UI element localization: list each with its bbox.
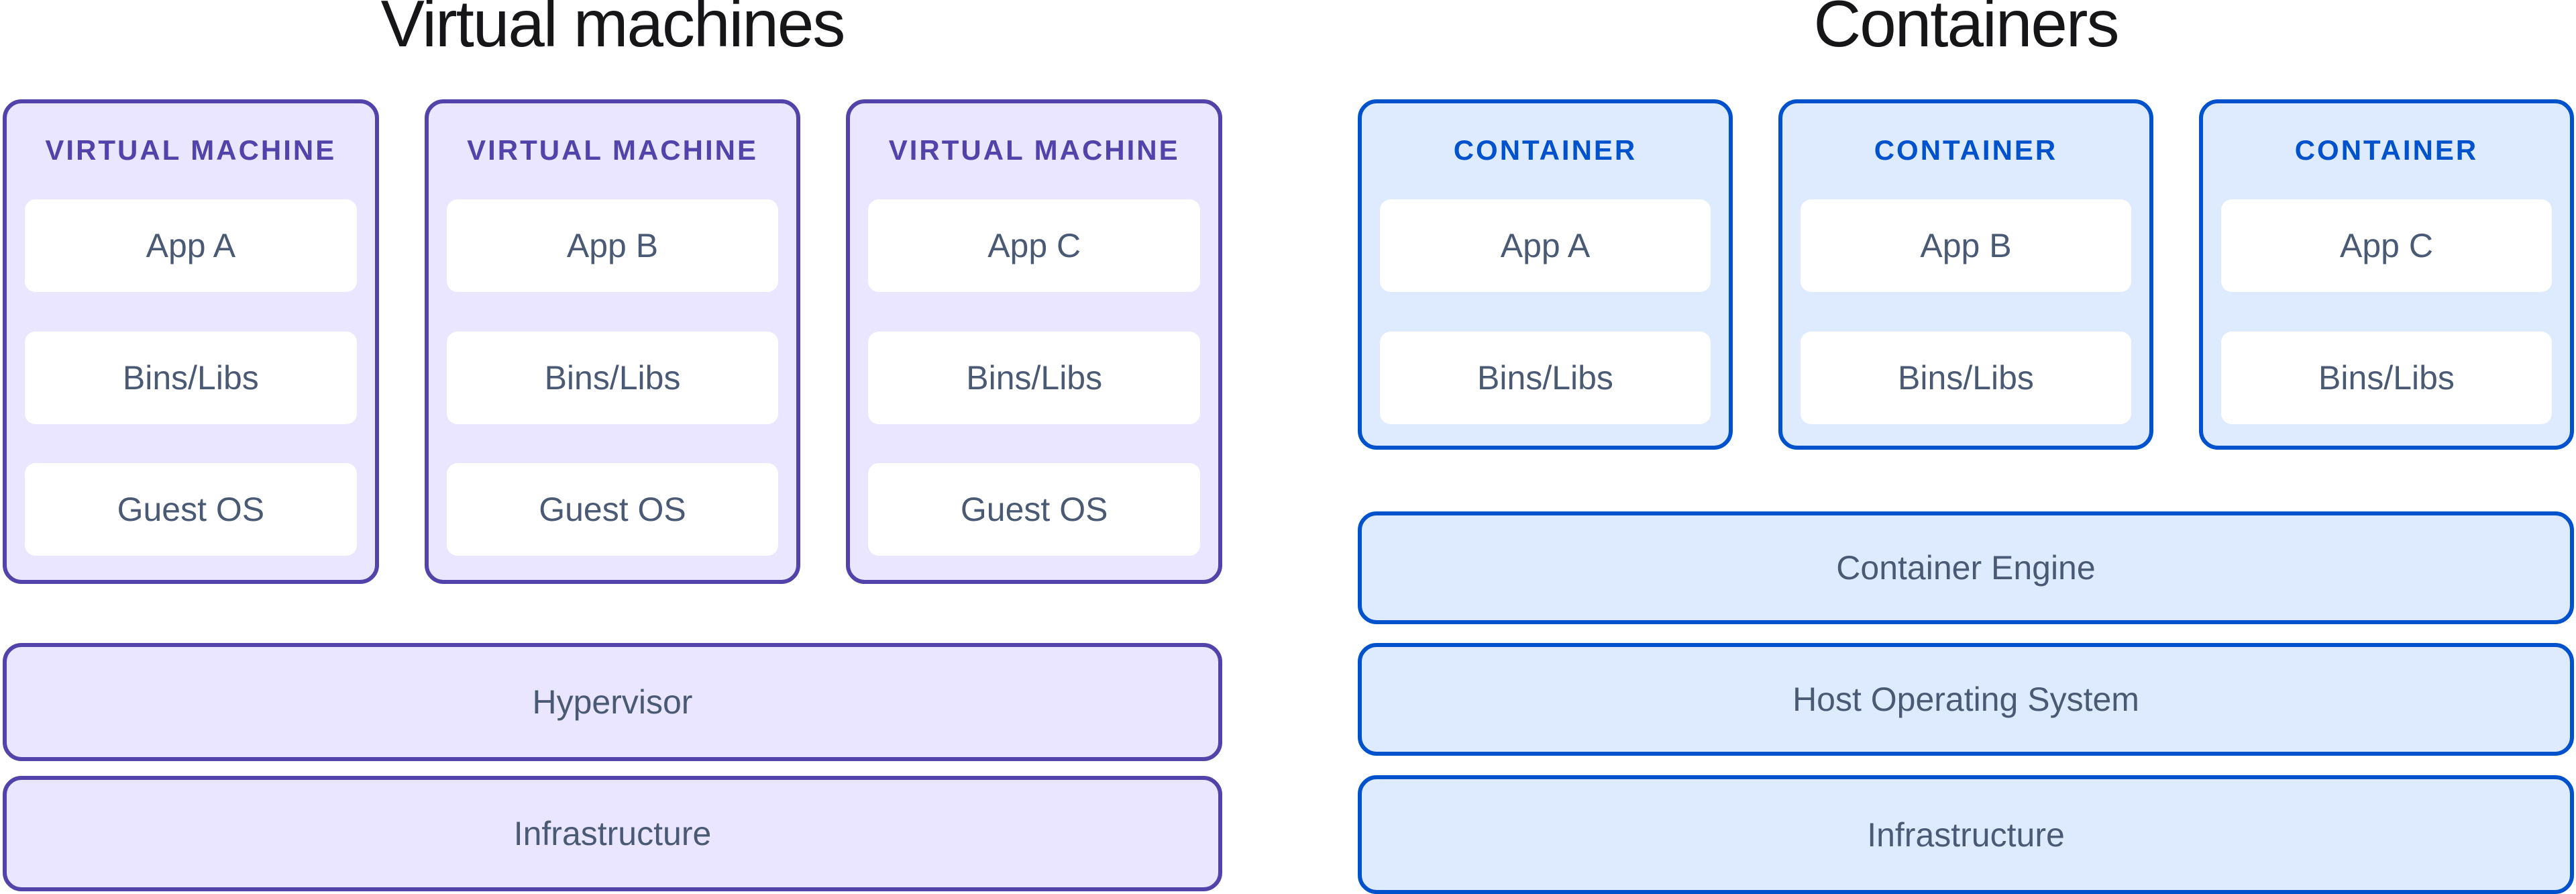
vm-box-2-header: VIRTUAL MACHINE xyxy=(467,134,758,166)
vm-box-3: VIRTUAL MACHINE App C Bins/Libs Guest OS xyxy=(846,99,1223,584)
vm-box-1-app-item: App A xyxy=(25,199,357,292)
container-box-3-header: CONTAINER xyxy=(2294,134,2479,166)
container-engine-bar: Container Engine xyxy=(1358,511,2574,624)
container-box-3: CONTAINER App C Bins/Libs xyxy=(2199,99,2574,450)
container-box-1-header: CONTAINER xyxy=(1453,134,1638,166)
vm-box-3-app-item: App C xyxy=(868,199,1201,292)
vm-section: Virtual machines VIRTUAL MACHINE App A B… xyxy=(3,0,1223,894)
vm-section-title: Virtual machines xyxy=(380,0,846,60)
container-section-title: Containers xyxy=(1813,0,2120,60)
vm-box-3-binslibs-item: Bins/Libs xyxy=(868,332,1201,424)
hypervisor-bar: Hypervisor xyxy=(3,643,1222,761)
vm-box-2-guestos-item: Guest OS xyxy=(446,463,779,556)
vm-box-1-binslibs-item: Bins/Libs xyxy=(25,332,357,424)
vm-box-3-guestos-item: Guest OS xyxy=(868,463,1201,556)
vm-box-1: VIRTUAL MACHINE App A Bins/Libs Guest OS xyxy=(3,99,379,584)
container-box-3-binslibs-item: Bins/Libs xyxy=(2221,332,2552,424)
vm-box-1-guestos-item: Guest OS xyxy=(25,463,357,556)
vm-box-1-header: VIRTUAL MACHINE xyxy=(45,134,337,166)
container-box-2: CONTAINER App B Bins/Libs xyxy=(1778,99,2153,450)
container-box-3-app-item: App C xyxy=(2221,199,2552,292)
container-box-1-binslibs-item: Bins/Libs xyxy=(1380,332,1711,424)
container-infrastructure-bar: Infrastructure xyxy=(1358,775,2574,894)
container-section: Containers CONTAINER App A Bins/Libs CON… xyxy=(1358,0,2574,894)
container-box-2-app-item: App B xyxy=(1801,199,2131,292)
container-box-1: CONTAINER App A Bins/Libs xyxy=(1358,99,1733,450)
vm-box-2-binslibs-item: Bins/Libs xyxy=(446,332,779,424)
vm-boxes-row: VIRTUAL MACHINE App A Bins/Libs Guest OS… xyxy=(3,99,1223,584)
host-operating-system-bar: Host Operating System xyxy=(1358,643,2574,756)
vm-infrastructure-bar: Infrastructure xyxy=(3,776,1222,891)
container-box-1-app-item: App A xyxy=(1380,199,1711,292)
vm-box-2-app-item: App B xyxy=(446,199,779,292)
container-box-2-header: CONTAINER xyxy=(1874,134,2058,166)
container-box-2-binslibs-item: Bins/Libs xyxy=(1801,332,2131,424)
container-boxes-row: CONTAINER App A Bins/Libs CONTAINER App … xyxy=(1358,99,2574,450)
vm-box-2: VIRTUAL MACHINE App B Bins/Libs Guest OS xyxy=(424,99,801,584)
vm-box-3-header: VIRTUAL MACHINE xyxy=(888,134,1180,166)
